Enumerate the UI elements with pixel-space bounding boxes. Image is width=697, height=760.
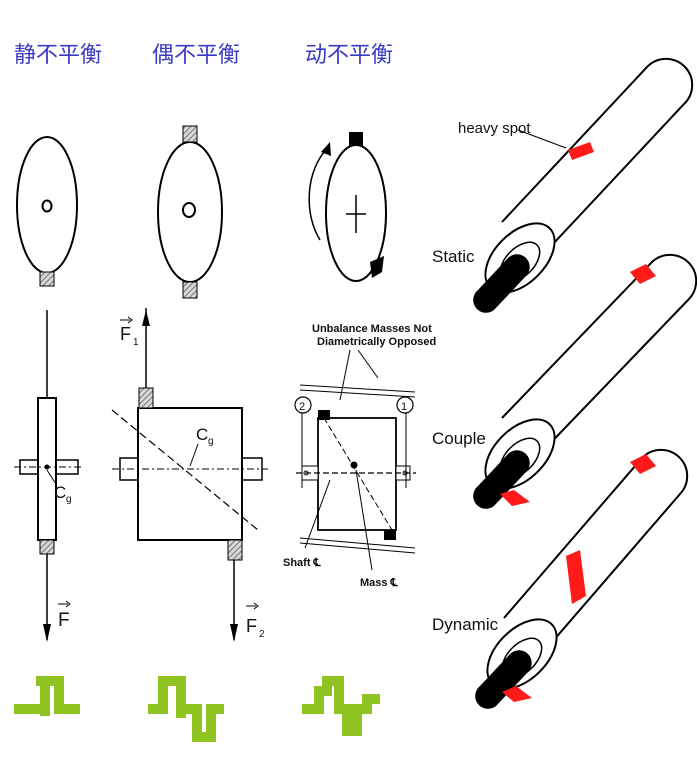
dynamic-waveform [302,676,380,736]
couple-label: Couple [432,429,486,448]
force-f1-sub: 1 [133,337,139,348]
cg-couple-label: C [196,425,208,444]
dynamic-caption-line1: Unbalance Masses Not [312,323,432,335]
plane-1-label: 1 [401,401,407,413]
dynamic-caption-line2: Diametrically Opposed [317,336,436,348]
title-static-cn: 静不平衡 [14,43,102,68]
title-dynamic-cn: 动不平衡 [305,43,393,68]
couple-disk [157,125,223,299]
force-arrow-down-icon [230,624,238,642]
cg-static-sub: g [66,494,72,505]
force-f1-label: F [120,324,131,344]
shaft-cl-label: Shaft ℄ [283,557,322,569]
couple-rotor: F 1 C g F 2 [111,308,268,642]
rotation-arrow-icon [321,142,331,156]
static-disk [16,136,78,287]
force-arrow-up-icon [142,310,150,326]
couple-roller: Couple [432,253,697,509]
dynamic-disk [308,132,387,282]
mass-cl-label: Mass ℄ [360,577,399,589]
heavy-spot-bottom-marker [500,490,530,506]
static-label: Static [432,247,475,266]
title-couple-cn: 偶不平衡 [152,43,240,68]
heavy-spot-bottom-marker [502,686,532,702]
static-roller: heavy spot Static [432,57,694,313]
dynamic-roller: Dynamic [432,448,689,709]
heavy-spot-marker [568,142,594,160]
heavy-spot-top-marker [630,264,656,284]
dynamic-label: Dynamic [432,615,499,634]
force-f2-sub: 2 [259,629,265,640]
force-f-label: F [58,610,70,631]
dynamic-rotor: Unbalance Masses Not Diametrically Oppos… [283,323,436,589]
couple-waveform [148,676,224,742]
force-arrow-icon [43,624,51,642]
plane-2-label: 2 [299,401,305,413]
cg-couple-sub: g [208,436,214,447]
force-f2-label: F [246,616,257,636]
heavy-spot-top-marker [630,454,656,474]
static-waveform [14,676,80,716]
heavy-spot-mid-marker [566,550,586,604]
cg-static-label: C [54,483,66,502]
static-rotor: C g F [14,310,84,642]
heavy-spot-label: heavy spot [458,120,531,137]
